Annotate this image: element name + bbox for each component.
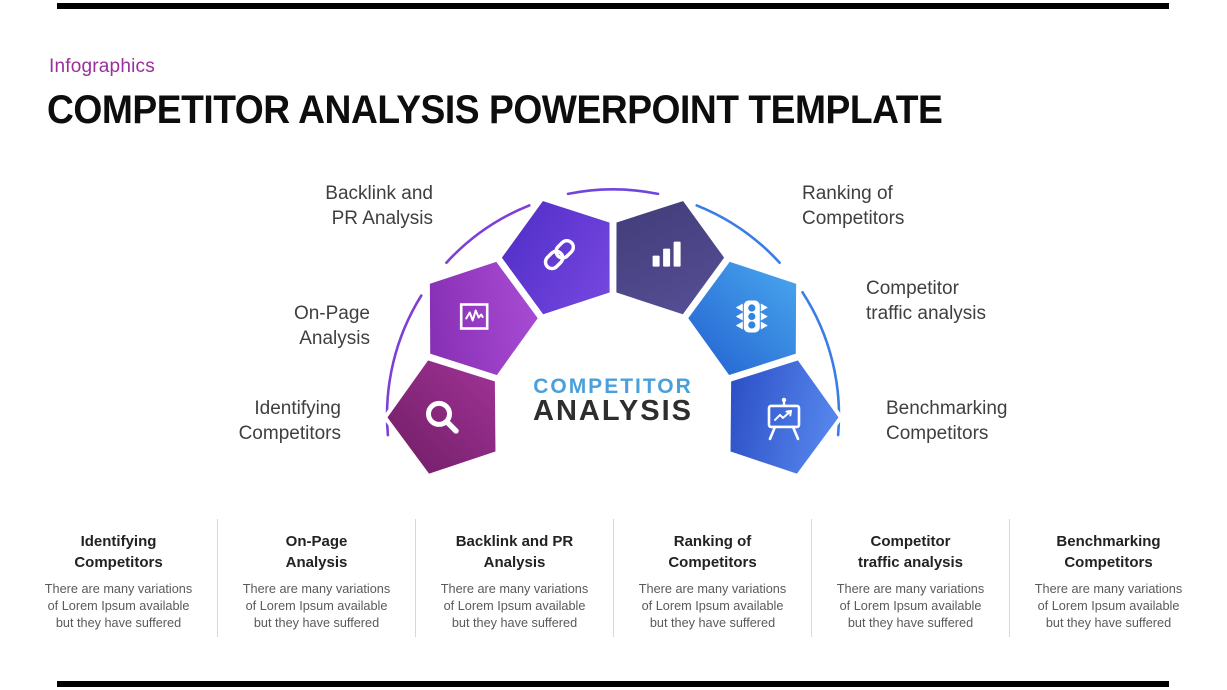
- card-ranking-of-competitors: Ranking of Competitors There are many va…: [613, 519, 811, 637]
- bottom-edge-bar: [57, 681, 1169, 687]
- label-competitor-traffic-analysis: Competitor traffic analysis: [866, 276, 1076, 326]
- card-body-line: but they have suffered: [649, 616, 776, 630]
- competitor-analysis-fan-diagram: [383, 188, 843, 479]
- card-body-line: of Lorem Ipsum available: [443, 599, 586, 613]
- label-identifying-competitors: Identifying Competitors: [161, 396, 341, 446]
- card-body-line: of Lorem Ipsum available: [641, 599, 784, 613]
- card-title: On-Page Analysis: [218, 531, 415, 573]
- card-body-line: but they have suffered: [55, 616, 182, 630]
- card-title-line: Analysis: [483, 554, 546, 571]
- card-title-line: Competitors: [1064, 554, 1153, 571]
- card-title: Backlink and PR Analysis: [416, 531, 613, 573]
- card-title: Identifying Competitors: [20, 531, 217, 573]
- segment-on-page-analysis: [425, 257, 543, 380]
- segment-identifying-competitors: [383, 356, 500, 479]
- card-body-line: There are many variations: [440, 582, 589, 596]
- card-body-line: There are many variations: [638, 582, 787, 596]
- card-body-line: of Lorem Ipsum available: [1037, 599, 1180, 613]
- label-on-page-analysis: On-Page Analysis: [190, 301, 370, 351]
- card-backlink-pr-analysis: Backlink and PR Analysis There are many …: [415, 519, 613, 637]
- card-body-line: of Lorem Ipsum available: [47, 599, 190, 613]
- label-line: Benchmarking: [886, 398, 1008, 419]
- card-body: There are many variations of Lorem Ipsum…: [614, 581, 811, 632]
- label-line: Competitors: [802, 208, 905, 229]
- segment-ranking-of-competitors: [612, 196, 729, 319]
- diagram-center-title-line1: COMPETITOR: [533, 375, 693, 398]
- traffic-light-icon: [735, 300, 768, 333]
- card-body-line: There are many variations: [44, 582, 193, 596]
- segment-benchmarking-competitors: [726, 356, 843, 479]
- card-title-line: traffic analysis: [857, 554, 964, 571]
- card-body-line: of Lorem Ipsum available: [245, 599, 388, 613]
- card-body-line: but they have suffered: [253, 616, 380, 630]
- link-icon: [543, 238, 576, 271]
- label-line: Ranking of: [802, 183, 893, 204]
- card-title: Benchmarking Competitors: [1010, 531, 1207, 573]
- line-chart-icon: [459, 303, 489, 330]
- label-line: PR Analysis: [331, 208, 433, 229]
- label-line: On-Page: [293, 303, 370, 324]
- summary-cards-row: Identifying Competitors There are many v…: [20, 519, 1207, 637]
- card-title-line: Competitors: [668, 554, 757, 571]
- eyebrow-label: Infographics: [49, 56, 155, 77]
- card-body-line: but they have suffered: [847, 616, 974, 630]
- card-body-line: but they have suffered: [1045, 616, 1172, 630]
- label-line: Competitors: [238, 423, 341, 444]
- label-ranking-of-competitors: Ranking of Competitors: [802, 181, 1002, 231]
- label-line: Competitor: [866, 278, 959, 299]
- card-competitor-traffic-analysis: Competitor traffic analysis There are ma…: [811, 519, 1009, 637]
- card-body-line: of Lorem Ipsum available: [839, 599, 982, 613]
- page-title: COMPETITOR ANALYSIS POWERPOINT TEMPLATE: [47, 88, 943, 132]
- card-identifying-competitors: Identifying Competitors There are many v…: [20, 519, 217, 637]
- card-body: There are many variations of Lorem Ipsum…: [812, 581, 1009, 632]
- card-title-line: Ranking of: [673, 533, 752, 550]
- card-title-line: Backlink and PR: [455, 533, 574, 550]
- card-title-line: Analysis: [285, 554, 348, 571]
- card-body-line: There are many variations: [836, 582, 985, 596]
- segment-backlink-pr-analysis: [497, 196, 614, 319]
- top-edge-bar: [57, 3, 1169, 9]
- card-title: Competitor traffic analysis: [812, 531, 1009, 573]
- label-line: Identifying: [254, 398, 341, 419]
- card-body-line: There are many variations: [242, 582, 391, 596]
- card-body-line: There are many variations: [1034, 582, 1183, 596]
- label-line: Competitors: [886, 423, 989, 444]
- label-line: Analysis: [299, 328, 370, 349]
- arc-upper-left: [445, 204, 531, 264]
- diagram-center-title-line2: ANALYSIS: [533, 395, 693, 427]
- card-benchmarking-competitors: Benchmarking Competitors There are many …: [1009, 519, 1207, 637]
- label-benchmarking-competitors: Benchmarking Competitors: [886, 396, 1106, 446]
- card-title-line: Identifying: [80, 533, 157, 550]
- label-line: Backlink and: [325, 183, 433, 204]
- card-body-line: but they have suffered: [451, 616, 578, 630]
- label-backlink-pr-analysis: Backlink and PR Analysis: [253, 181, 433, 231]
- arc-top: [566, 188, 660, 196]
- card-title: Ranking of Competitors: [614, 531, 811, 573]
- label-line: traffic analysis: [866, 303, 987, 324]
- card-title-line: Competitor: [870, 533, 951, 550]
- card-title-line: Benchmarking: [1056, 533, 1161, 550]
- card-body: There are many variations of Lorem Ipsum…: [218, 581, 415, 632]
- card-title-line: Competitors: [74, 554, 163, 571]
- outer-arc-ring: [385, 188, 841, 437]
- magnifier-icon: [426, 400, 459, 434]
- card-title-line: On-Page: [285, 533, 348, 550]
- card-body: There are many variations of Lorem Ipsum…: [416, 581, 613, 632]
- card-on-page-analysis: On-Page Analysis There are many variatio…: [217, 519, 415, 637]
- card-body: There are many variations of Lorem Ipsum…: [1010, 581, 1207, 632]
- segment-competitor-traffic-analysis: [683, 257, 801, 380]
- presentation-board-icon: [767, 397, 801, 441]
- arc-upper-right: [695, 204, 781, 264]
- bar-chart-icon: [652, 241, 681, 267]
- card-body: There are many variations of Lorem Ipsum…: [20, 581, 217, 632]
